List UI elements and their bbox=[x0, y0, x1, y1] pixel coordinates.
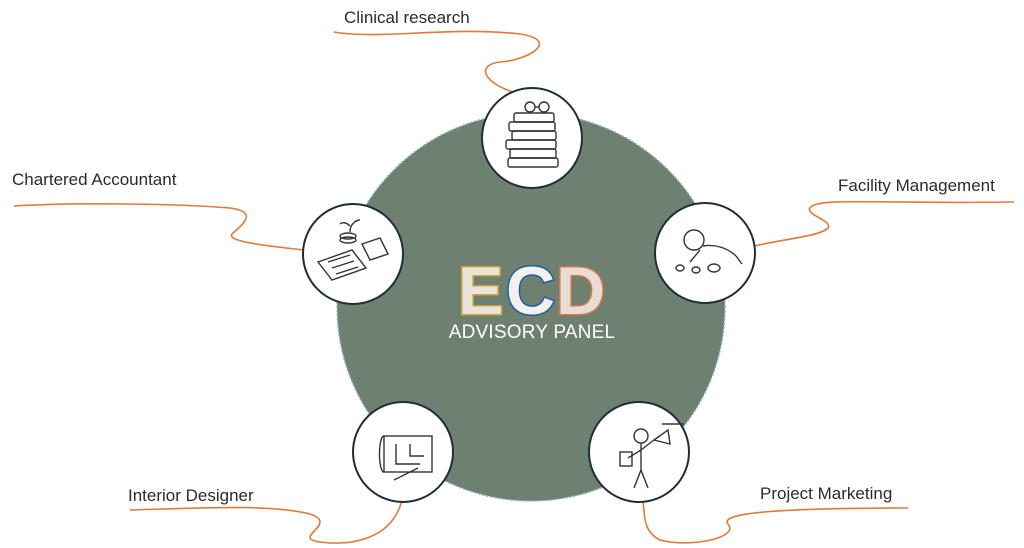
connector-chartered-accountant bbox=[13, 203, 305, 251]
node-chartered-accountant bbox=[302, 203, 404, 305]
member-label-chartered-accountant: Chartered Accountant bbox=[12, 170, 177, 189]
brand-logo: E C D bbox=[456, 252, 616, 336]
connector-project-marketing bbox=[641, 495, 909, 544]
brand-subtitle: ADVISORY PANEL bbox=[448, 322, 616, 343]
member-label-project-marketing: Project Marketing bbox=[760, 484, 893, 503]
blueprint-icon bbox=[378, 435, 433, 481]
node-project-marketing bbox=[588, 401, 690, 503]
node-interior-designer bbox=[352, 401, 454, 503]
connector-interior-designer bbox=[129, 499, 403, 544]
calculator-coins-icon bbox=[316, 219, 389, 281]
crawling-baby-icon bbox=[675, 229, 743, 274]
member-label-clinical-research: Clinical research bbox=[344, 8, 470, 27]
connector-facility-management bbox=[753, 200, 1015, 247]
book-stack-icon bbox=[505, 101, 559, 168]
brand-letter-d: D bbox=[556, 253, 605, 329]
brand-letter-c: C bbox=[506, 253, 555, 329]
node-facility-management bbox=[654, 202, 756, 304]
megaphone-person-icon bbox=[619, 423, 684, 489]
connector-clinical-research bbox=[333, 30, 541, 97]
brand-letter-e: E bbox=[458, 253, 503, 329]
node-clinical-research bbox=[481, 87, 583, 189]
member-label-interior-designer: Interior Designer bbox=[128, 486, 254, 505]
member-label-facility-management: Facility Management bbox=[838, 176, 995, 195]
